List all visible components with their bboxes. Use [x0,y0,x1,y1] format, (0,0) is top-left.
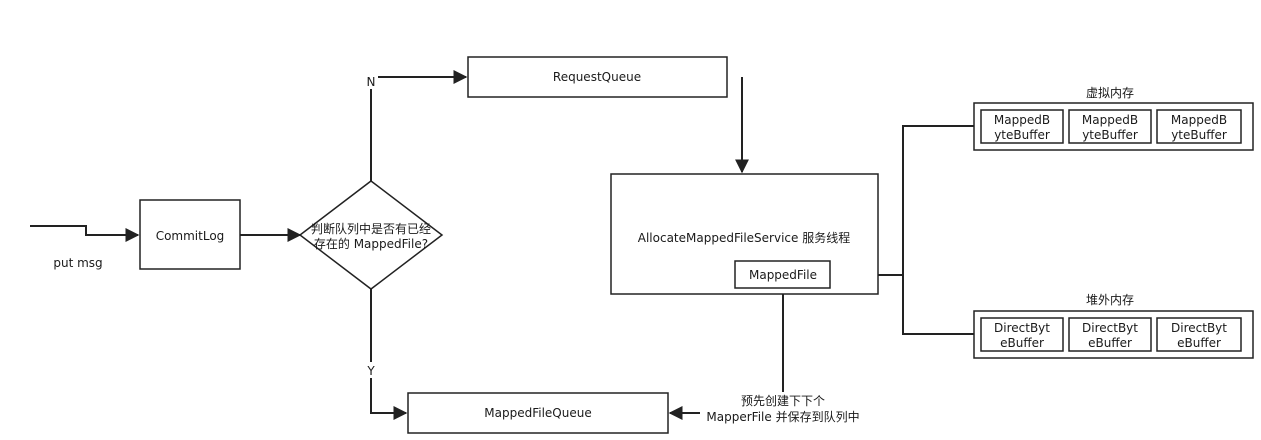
precreate-note-bg [700,392,868,426]
directbytebuffer-node-1 [980,317,1064,352]
directbytebuffer-3-line1: DirectByt [1171,321,1227,335]
commitlog-label: CommitLog [156,229,225,243]
commitlog-node [139,199,241,270]
mappedbytebuffer-node-1 [980,109,1064,144]
directbytebuffer-3-line2: eBuffer [1177,336,1221,350]
mappedbytebuffer-3-line2: yteBuffer [1171,128,1227,142]
mappedbytebuffer-2-line1: MappedB [1082,113,1138,127]
decision-node [298,180,444,290]
mappedfile-node [734,260,831,289]
edge-put-msg-to-commitlog [30,225,140,242]
requestqueue-label: RequestQueue [553,70,641,84]
mappedbytebuffer-node-2 [1068,109,1152,144]
directbytebuffer-1-line2: eBuffer [1000,336,1044,350]
precreate-note-line2: MapperFile 并保存到队列中 [706,409,859,424]
decision-label-line1: 判断队列中是否有已经 [311,221,431,236]
label-y: Y [366,364,375,378]
edge-decision-n-to-requestqueue [370,70,468,181]
directbytebuffer-2-line1: DirectByt [1082,321,1138,335]
label-n: N [367,75,376,89]
mappedfile-label: MappedFile [749,268,817,282]
label-y-bg [364,362,378,378]
mappedbytebuffer-1-line2: yteBuffer [994,128,1050,142]
mappedbytebuffer-3-line1: MappedB [1171,113,1227,127]
directbytebuffer-2-line2: eBuffer [1088,336,1132,350]
directbytebuffer-node-3 [1156,317,1242,352]
precreate-note-line1: 预先创建下下个 [741,394,825,408]
directbytebuffer-1-line1: DirectByt [994,321,1050,335]
edge-decision-y-to-mappedfilequeue [370,289,408,420]
mappedbytebuffer-node-3 [1156,109,1242,144]
mappedbytebuffer-2-line2: yteBuffer [1082,128,1138,142]
label-n-bg [364,73,378,89]
mappedfilequeue-label: MappedFileQueue [484,406,591,420]
mappedfilequeue-node [407,392,669,434]
virtual-memory-title: 虚拟内存 [1086,86,1134,100]
directbytebuffer-node-2 [1068,317,1152,352]
offheap-memory-title: 堆外内存 [1086,293,1134,307]
edge-offheap-memory-to-mappedfile [902,275,974,335]
decision-label-line2: 存在的 MappedFile? [314,236,428,251]
mappedbytebuffer-1-line1: MappedB [994,113,1050,127]
allocate-service-label: AllocateMappedFileService 服务线程 [638,230,850,245]
requestqueue-node [467,56,728,98]
put-msg-label: put msg [53,256,102,270]
